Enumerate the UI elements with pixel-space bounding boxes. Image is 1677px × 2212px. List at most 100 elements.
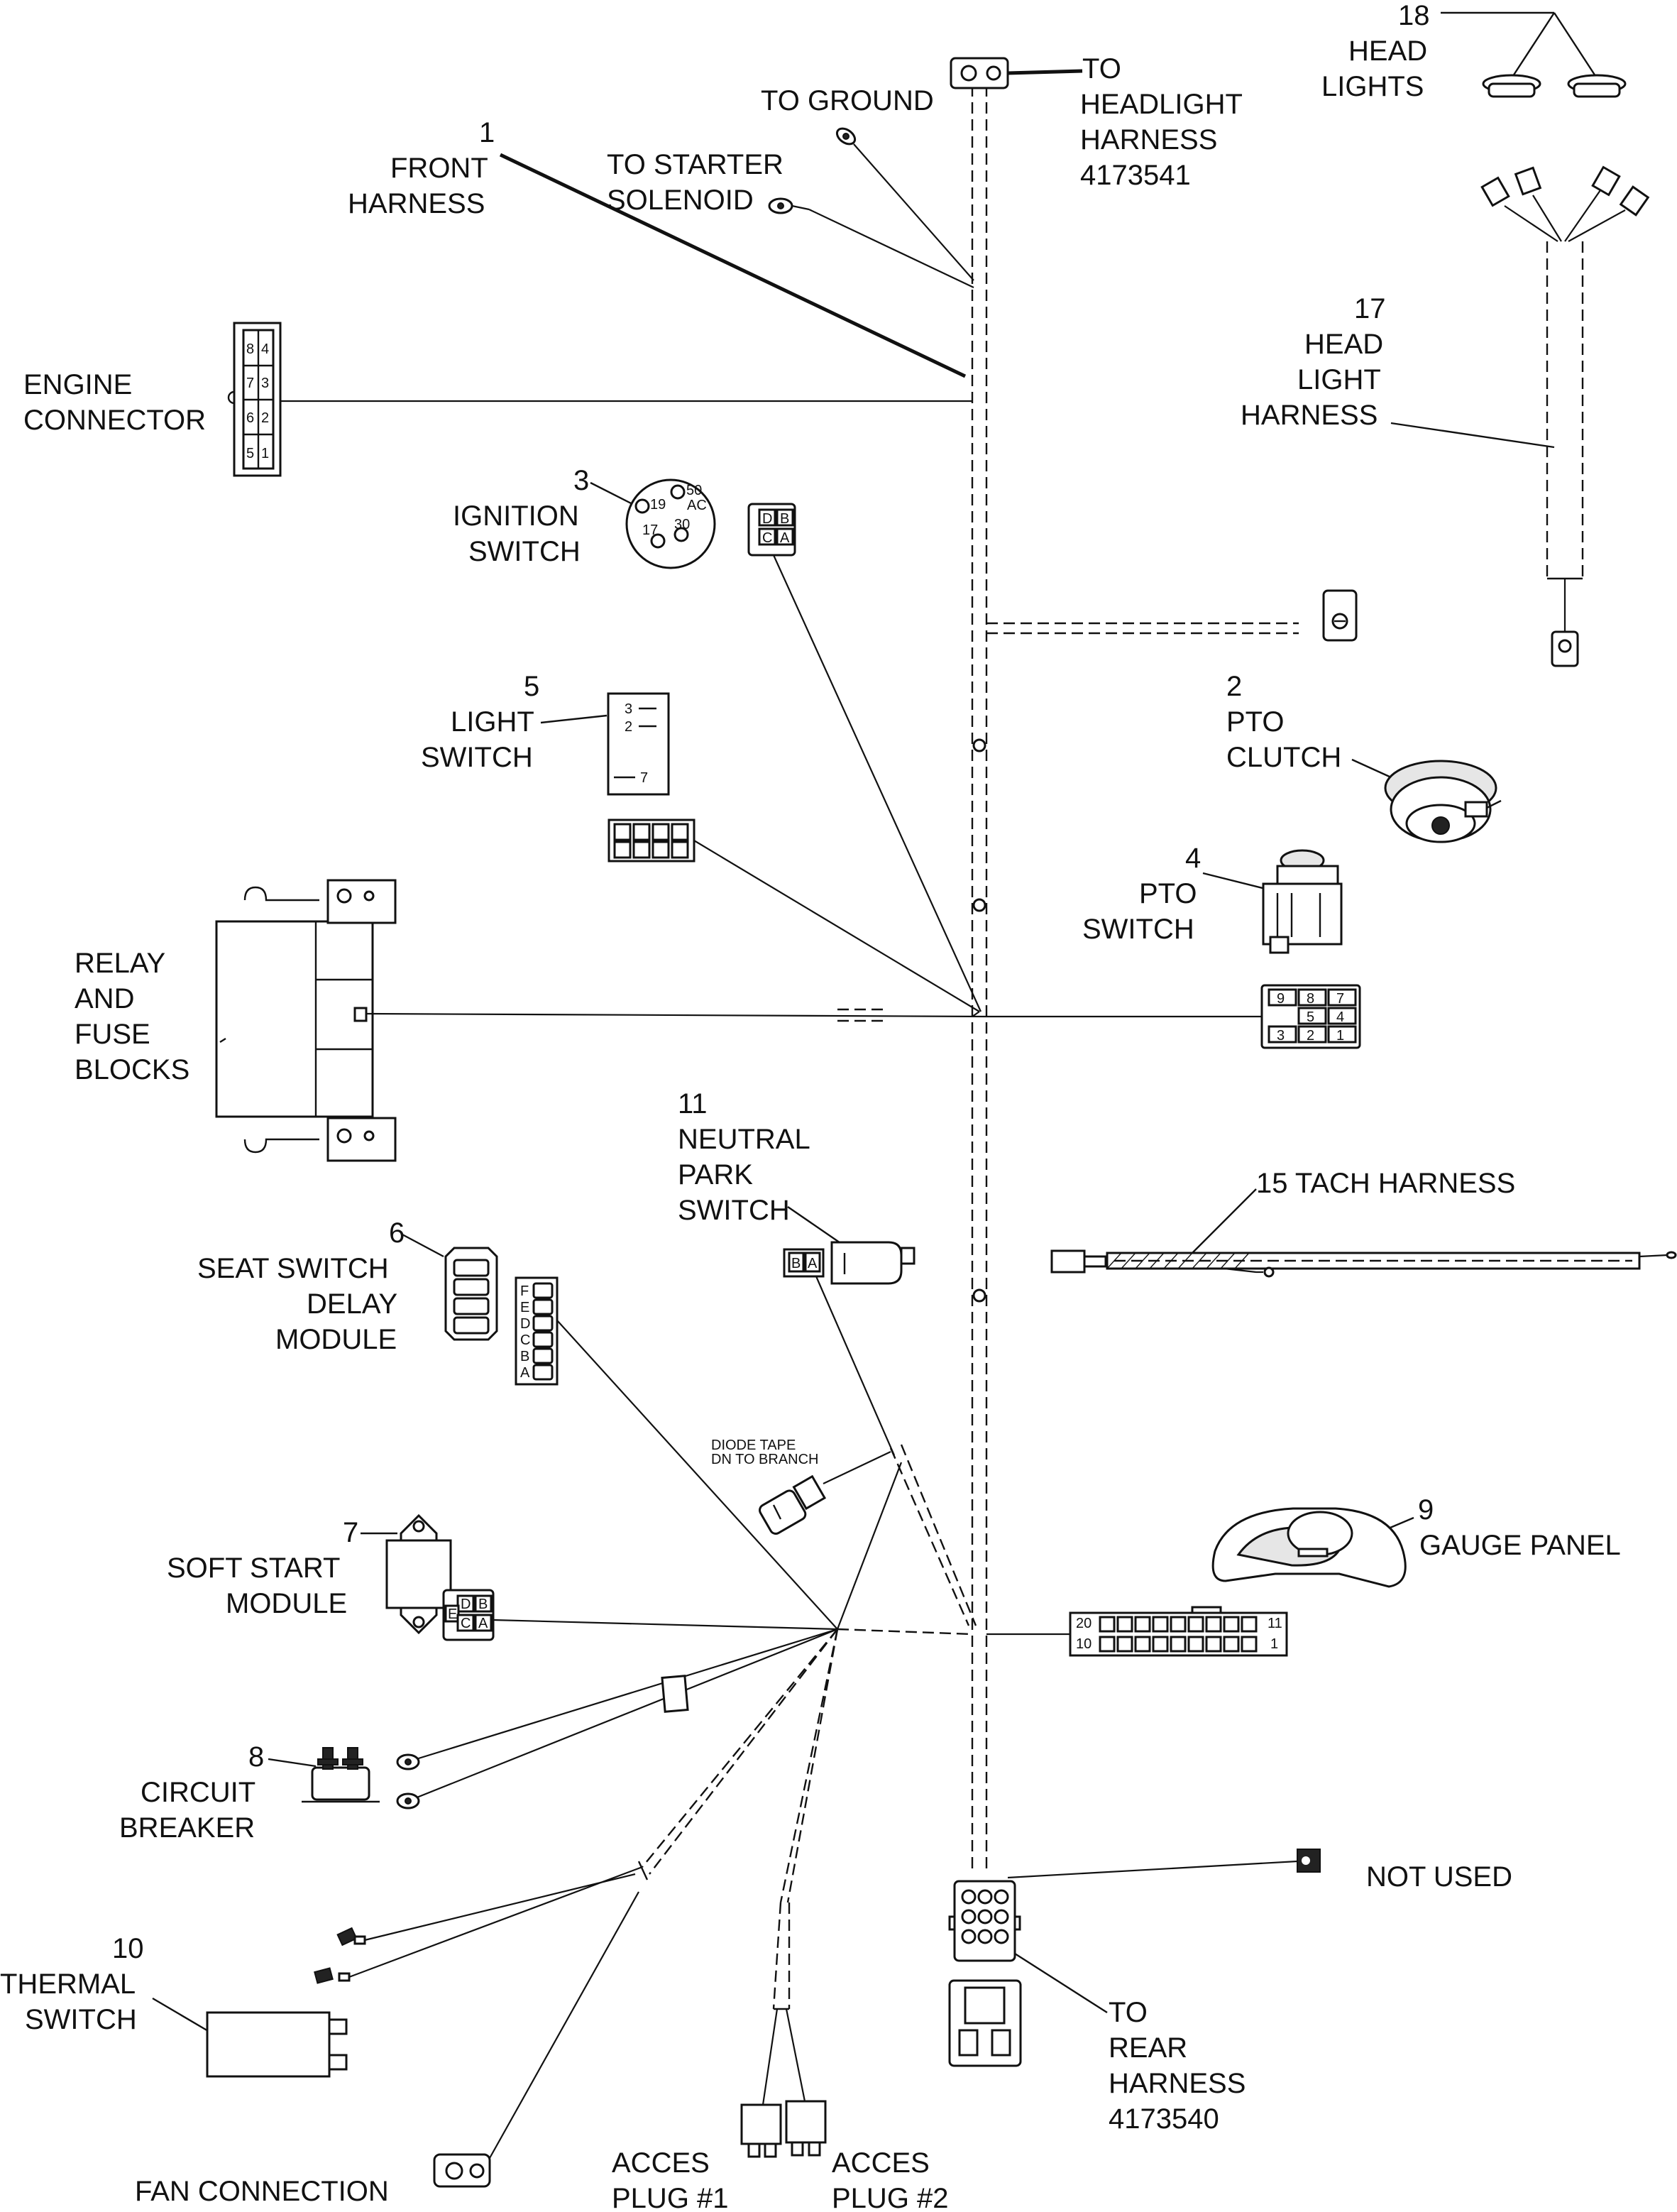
svg-text:11: 11 <box>1268 1616 1282 1631</box>
light-switch-leader <box>540 714 607 724</box>
gauge-panel-label: 9 GAUGE PANEL <box>1418 1494 1621 1561</box>
rear-mating-plug <box>948 1979 1022 2067</box>
thermal-switch-leader <box>152 1997 214 2035</box>
neutral-park-label: 11 NEUTRAL PARK SWITCH <box>678 1088 817 1226</box>
pto-switch-label: 4 PTO SWITCH <box>1082 843 1209 945</box>
svg-text:8: 8 <box>1307 991 1314 1007</box>
svg-text:AC: AC <box>687 498 707 513</box>
svg-text:6: 6 <box>246 410 254 426</box>
svg-text:A: A <box>780 530 790 546</box>
ignition-switch: 50 19 AC 17 30 <box>625 478 716 569</box>
fan-connector <box>433 1891 639 2188</box>
branch-connector-right <box>1322 589 1358 642</box>
thermal-switch-terminals <box>314 1861 649 1984</box>
neutral-park-switch: B A <box>783 1241 916 1456</box>
headlight-harness-connector <box>950 57 1083 89</box>
acces-plug-1-label: ACCES PLUG #1 <box>612 2147 729 2212</box>
svg-text:2: 2 <box>625 719 632 735</box>
svg-text:5: 5 <box>246 446 254 461</box>
not-used-connector <box>1007 1849 1321 1879</box>
gauge-panel <box>1211 1507 1407 1588</box>
svg-text:1: 1 <box>1336 1028 1344 1044</box>
relay-fuse-blocks <box>215 879 987 1162</box>
pto-switch <box>1262 849 1343 954</box>
to-rear-label: TO REAR HARNESS 4173540 <box>1109 1997 1254 2135</box>
engine-connector: 8 4 7 3 6 2 5 1 <box>227 322 972 477</box>
svg-text:20: 20 <box>1076 1616 1092 1631</box>
seat-switch-label: 6 SEAT SWITCH DELAY MODULE <box>197 1217 412 1355</box>
main-harness-trunk <box>971 85 1299 1874</box>
tach-harness <box>1050 1188 1677 1278</box>
light-switch-label: 5 LIGHT SWITCH <box>421 671 547 773</box>
svg-text:7: 7 <box>640 770 648 786</box>
svg-text:B: B <box>791 1256 801 1271</box>
junction-upper <box>972 1011 980 1017</box>
to-headlight-label: TO HEADLIGHT HARNESS 4173541 <box>1080 53 1250 191</box>
circuit-breaker <box>302 1747 380 1803</box>
svg-text:C: C <box>520 1332 530 1348</box>
circuit-breaker-label: 8 CIRCUIT BREAKER <box>119 1741 272 1844</box>
soft-start-module <box>385 1513 452 1635</box>
svg-text:C: C <box>461 1616 471 1631</box>
circuit-breaker-leader <box>268 1758 317 1768</box>
head-lights-label: 18 HEAD LIGHTS <box>1321 0 1438 102</box>
starter-ring-terminal <box>768 197 974 288</box>
svg-text:50: 50 <box>686 483 702 498</box>
neutral-park-leader <box>787 1206 845 1247</box>
svg-text:1: 1 <box>1270 1636 1278 1652</box>
soft-start-plug: D B E C A <box>442 1589 838 1641</box>
seat-switch-delay-module <box>444 1247 498 1341</box>
lower-junction <box>411 1462 973 1903</box>
svg-text:1: 1 <box>261 446 269 461</box>
gauge-connector: 20 11 10 1 <box>986 1606 1288 1657</box>
svg-text:5: 5 <box>1307 1009 1314 1025</box>
svg-text:7: 7 <box>1336 991 1344 1007</box>
light-switch: 3 2 7 <box>607 692 670 796</box>
soft-start-label: 7 SOFT START MODULE <box>167 1517 366 1619</box>
ignition-switch-label: 3 IGNITION SWITCH <box>453 465 597 567</box>
thermal-switch <box>206 2011 348 2078</box>
thermal-switch-label: 10 THERMAL SWITCH <box>0 1933 152 2035</box>
diode-module <box>759 1451 891 1535</box>
seat-switch-plug: F E D C B A <box>515 1276 838 1630</box>
svg-text:3: 3 <box>625 701 632 717</box>
ground-ring-terminal <box>835 127 974 281</box>
svg-text:D: D <box>520 1316 530 1332</box>
svg-text:E: E <box>448 1606 457 1622</box>
svg-text:D: D <box>762 511 772 527</box>
relay-fuse-label: RELAY AND FUSE BLOCKS <box>75 948 189 1085</box>
svg-text:F: F <box>520 1283 529 1299</box>
svg-text:7: 7 <box>246 376 254 391</box>
svg-text:2: 2 <box>261 410 269 426</box>
tach-harness-label: 15 TACH HARNESS <box>1256 1168 1515 1199</box>
svg-text:3: 3 <box>261 376 269 391</box>
pto-clutch-leader <box>1351 758 1392 779</box>
svg-text:9: 9 <box>1277 991 1285 1007</box>
svg-text:30: 30 <box>674 517 690 532</box>
pto-switch-connector: 9 8 7 5 4 3 2 1 <box>1260 984 1361 1049</box>
light-switch-plug <box>607 818 980 1012</box>
head-lights <box>1441 11 1627 98</box>
svg-text:3: 3 <box>1277 1028 1285 1044</box>
seat-switch-leader <box>400 1232 444 1258</box>
svg-text:A: A <box>478 1616 488 1631</box>
front-harness-leader <box>499 153 967 378</box>
svg-text:19: 19 <box>650 497 666 513</box>
head-light-harness-leader <box>1390 422 1555 449</box>
svg-text:E: E <box>520 1300 529 1315</box>
not-used-label: NOT USED <box>1366 1861 1512 1893</box>
rear-harness-connector <box>948 1880 1108 2014</box>
diode-tape-label: DIODE TAPE DN TO BRANCH <box>711 1438 819 1467</box>
pto-clutch-label: 2 PTO CLUTCH <box>1226 671 1341 773</box>
svg-text:2: 2 <box>1307 1028 1314 1044</box>
svg-text:10: 10 <box>1076 1636 1092 1652</box>
front-harness-label: 1 FRONT HARNESS <box>348 117 502 219</box>
to-starter-label: TO STARTER SOLENOID <box>607 149 791 216</box>
pto-clutch <box>1384 760 1502 843</box>
pto-switch-leader <box>1202 872 1275 892</box>
engine-connector-label: ENGINE CONNECTOR <box>23 369 206 436</box>
svg-text:4: 4 <box>261 341 269 357</box>
ignition-leader <box>590 481 636 507</box>
svg-text:4: 4 <box>1336 1009 1344 1025</box>
